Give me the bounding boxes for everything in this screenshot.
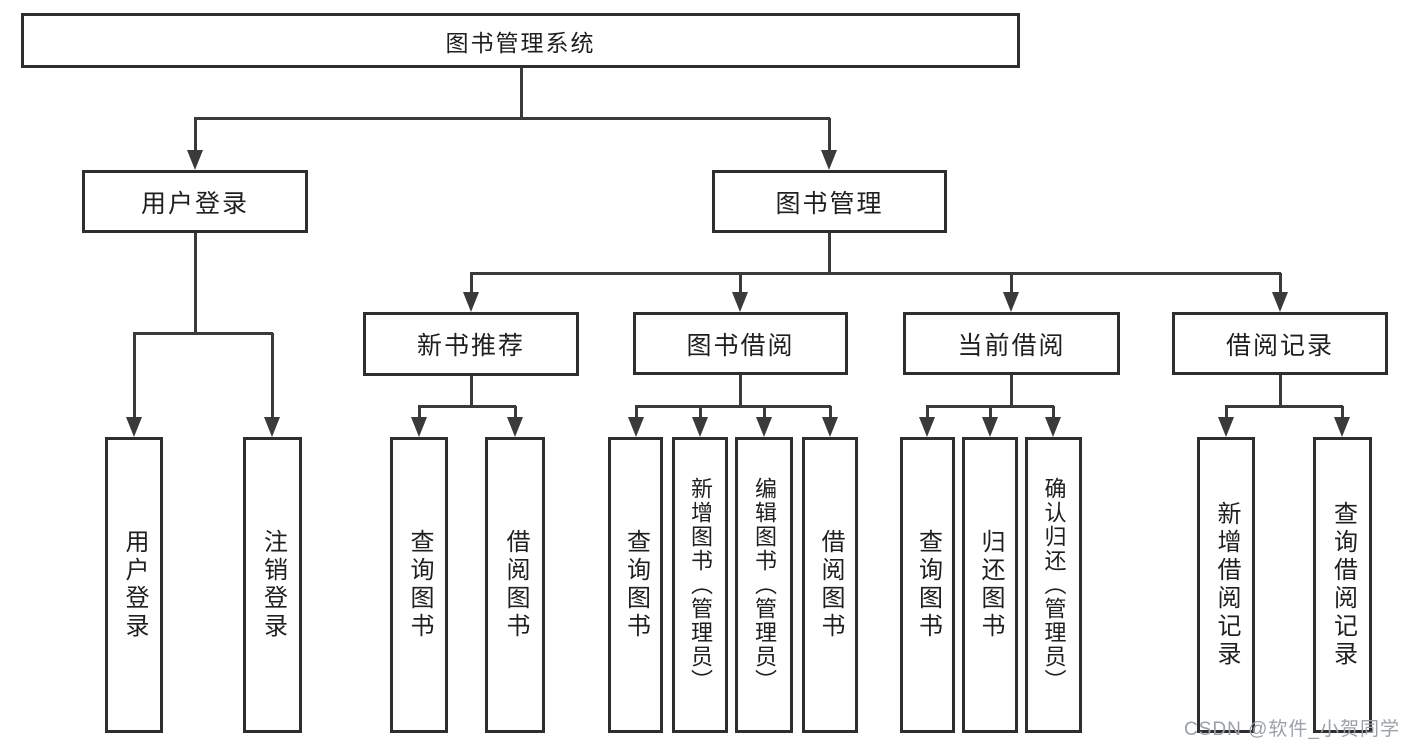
leaf-borrow-book: 借阅图书 xyxy=(802,437,858,733)
node-user-login: 用户登录 xyxy=(82,170,308,233)
arrow-down-icon xyxy=(1003,292,1019,312)
connector-line xyxy=(1225,406,1228,419)
node-current-borrow-label: 当前借阅 xyxy=(957,331,1066,360)
node-user-login-label: 用户登录 xyxy=(140,189,249,218)
leaf-query-book-current-label: 查询图书 xyxy=(914,529,942,641)
connector-line xyxy=(133,332,273,335)
connector-line xyxy=(829,406,832,419)
connector-line xyxy=(418,405,516,408)
arrow-down-icon xyxy=(1218,417,1234,437)
connector-line xyxy=(520,68,523,118)
node-current-borrow: 当前借阅 xyxy=(903,312,1120,375)
connector-line xyxy=(1279,375,1282,406)
connector-line xyxy=(514,406,517,419)
arrow-down-icon xyxy=(126,417,142,437)
connector-line xyxy=(1279,273,1282,294)
connector-line xyxy=(989,406,992,419)
leaf-add-book-admin-label: 新增图书（管理员） xyxy=(688,477,713,693)
connector-line xyxy=(271,333,274,419)
arrow-down-icon xyxy=(919,417,935,437)
connector-line xyxy=(739,273,742,294)
leaf-edit-book-admin-label: 编辑图书（管理员） xyxy=(752,477,777,693)
leaf-borrow-book-recommend-label: 借阅图书 xyxy=(502,529,529,641)
leaf-return-book-label: 归还图书 xyxy=(977,529,1004,641)
connector-line xyxy=(1010,375,1013,406)
node-book-borrow: 图书借阅 xyxy=(633,312,848,375)
connector-line xyxy=(828,233,831,273)
connector-line xyxy=(1052,406,1055,419)
leaf-borrow-book-recommend: 借阅图书 xyxy=(485,437,545,733)
arrow-down-icon xyxy=(692,417,708,437)
node-book-borrow-label: 图书借阅 xyxy=(686,331,795,360)
arrow-down-icon xyxy=(411,417,427,437)
leaf-query-book-recommend-label: 查询图书 xyxy=(406,529,433,641)
leaf-logout-label: 注销登录 xyxy=(259,529,287,641)
leaf-query-book-current: 查询图书 xyxy=(900,437,955,733)
leaf-query-borrow-record: 查询借阅记录 xyxy=(1313,437,1372,733)
arrow-down-icon xyxy=(1334,417,1350,437)
connector-line xyxy=(635,405,831,408)
leaf-user-login: 用户登录 xyxy=(105,437,163,733)
node-borrow-record-label: 借阅记录 xyxy=(1225,331,1334,360)
connector-line xyxy=(763,406,766,419)
arrow-down-icon xyxy=(756,417,772,437)
leaf-confirm-return-admin-label: 确认归还（管理员） xyxy=(1041,477,1067,693)
connector-line xyxy=(418,406,421,419)
leaf-query-borrow-record-label: 查询借阅记录 xyxy=(1329,501,1357,669)
arrow-down-icon xyxy=(187,150,203,170)
node-book-management-label: 图书管理 xyxy=(775,189,884,218)
connector-line xyxy=(828,118,831,152)
connector-line xyxy=(194,233,197,333)
leaf-query-book-recommend: 查询图书 xyxy=(390,437,448,733)
connector-line xyxy=(1341,406,1344,419)
node-root-label: 图书管理系统 xyxy=(445,29,596,56)
connector-line xyxy=(470,376,473,406)
leaf-return-book: 归还图书 xyxy=(962,437,1018,733)
leaf-query-book-borrow-label: 查询图书 xyxy=(622,529,650,641)
arrow-down-icon xyxy=(1045,417,1061,437)
arrow-down-icon xyxy=(507,417,523,437)
connector-line xyxy=(1010,273,1013,294)
node-borrow-record: 借阅记录 xyxy=(1172,312,1388,375)
node-new-book-recommend-label: 新书推荐 xyxy=(416,332,525,360)
leaf-user-login-label: 用户登录 xyxy=(121,529,148,641)
leaf-add-book-admin: 新增图书（管理员） xyxy=(672,437,728,733)
connector-line xyxy=(926,406,929,419)
leaf-add-borrow-record: 新增借阅记录 xyxy=(1197,437,1255,733)
leaf-add-borrow-record-label: 新增借阅记录 xyxy=(1213,501,1240,669)
connector-line xyxy=(739,375,742,406)
connector-line xyxy=(133,333,136,419)
arrow-down-icon xyxy=(1272,292,1288,312)
leaf-logout: 注销登录 xyxy=(243,437,302,733)
connector-line xyxy=(1225,405,1343,408)
node-book-management: 图书管理 xyxy=(712,170,947,233)
node-new-book-recommend: 新书推荐 xyxy=(363,312,579,376)
connector-line xyxy=(635,406,638,419)
arrow-down-icon xyxy=(732,292,748,312)
arrow-down-icon xyxy=(463,292,479,312)
leaf-confirm-return-admin: 确认归还（管理员） xyxy=(1025,437,1082,733)
watermark: CSDN @软件_小贺同学 xyxy=(1184,719,1400,740)
leaf-edit-book-admin: 编辑图书（管理员） xyxy=(735,437,793,733)
arrow-down-icon xyxy=(822,417,838,437)
arrow-down-icon xyxy=(264,417,280,437)
connector-line xyxy=(699,406,702,419)
connector-line xyxy=(470,273,473,294)
connector-line xyxy=(470,272,1281,275)
node-root: 图书管理系统 xyxy=(21,13,1020,68)
arrow-down-icon xyxy=(982,417,998,437)
arrow-down-icon xyxy=(628,417,644,437)
arrow-down-icon xyxy=(821,150,837,170)
leaf-borrow-book-label: 借阅图书 xyxy=(817,529,844,641)
connector-line xyxy=(194,118,197,152)
connector-line xyxy=(194,117,830,120)
leaf-query-book-borrow: 查询图书 xyxy=(608,437,663,733)
